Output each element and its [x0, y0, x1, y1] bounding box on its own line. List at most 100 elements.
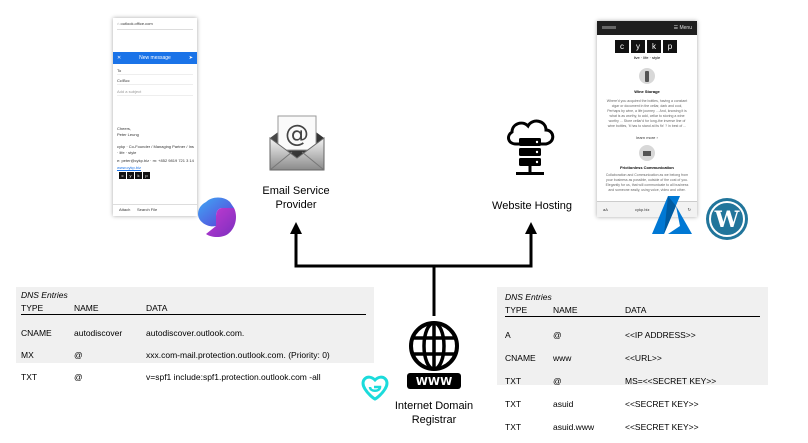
- dns-row: TXT @ MS=<<SECRET KEY>>: [505, 376, 763, 387]
- logo-letter: k: [647, 40, 661, 53]
- dns-header-row: TYPE NAME DATA: [505, 305, 763, 316]
- dns-type: CNAME: [21, 328, 52, 338]
- attach-button[interactable]: Attach: [119, 207, 131, 212]
- dns-row: TXT asuid.www <<SECRET KEY>>: [505, 422, 763, 433]
- logo-letter: c: [119, 172, 126, 179]
- site-tagline: live · life · style: [633, 55, 661, 60]
- menu-button[interactable]: ☰ Menu: [673, 25, 692, 31]
- dns-name: @: [553, 330, 562, 340]
- dns-type: TXT: [505, 399, 522, 409]
- dns-data: <<URL>>: [625, 353, 662, 363]
- search-file-button[interactable]: Search File: [137, 207, 158, 212]
- dns-type: TXT: [21, 372, 38, 382]
- azure-icon: [652, 196, 692, 234]
- www-text: WWW: [416, 375, 452, 388]
- compose-title: New message: [139, 55, 171, 61]
- dns-row: MX @ xxx.com-mail.protection.outlook.com…: [21, 350, 366, 361]
- svg-text:@: @: [285, 120, 309, 148]
- section1-body: Where'd you acquired the bottles, having…: [606, 99, 688, 128]
- dns-data: <<IP ADDRESS>>: [625, 330, 696, 340]
- text-size-button[interactable]: aA: [603, 207, 608, 212]
- dns-title: DNS Entries: [505, 292, 552, 302]
- col-type-header: TYPE: [505, 305, 528, 315]
- close-icon[interactable]: ✕: [117, 55, 122, 61]
- wine-icon: [639, 68, 655, 84]
- logo-letter: k: [135, 172, 142, 179]
- dns-name: @: [553, 376, 562, 386]
- signature-email: e: peter@cykp.biz · m: +852 9819 721 3 1…: [117, 158, 194, 163]
- communication-icon: [639, 145, 655, 161]
- cc-field[interactable]: Cc/Bcc: [117, 78, 193, 85]
- dns-row: CNAME autodiscover autodiscover.outlook.…: [21, 328, 366, 339]
- dns-row: TXT @ v=spf1 include:spf1.protection.out…: [21, 372, 366, 383]
- dns-name: @: [74, 350, 83, 360]
- dns-data: <<SECRET KEY>>: [625, 422, 699, 432]
- dns-entries-website: DNS Entries TYPE NAME DATA A @ <<IP ADDR…: [497, 287, 768, 432]
- section2-body: Collaboration and Communication as we be…: [605, 173, 689, 192]
- registrar-label: Internet Domain Registrar: [394, 400, 474, 426]
- site-topbar: ☰ Menu: [597, 21, 697, 35]
- dns-type: TXT: [505, 422, 522, 432]
- dns-data: <<SECRET KEY>>: [625, 399, 699, 409]
- dns-type: A: [505, 330, 511, 340]
- section1-title: Wine Storage: [634, 89, 660, 94]
- outlook-phone-screenshot: ⌂ outlook.office.com ✕ New message ➤ To …: [113, 18, 197, 216]
- dns-name: asuid: [553, 399, 574, 409]
- dns-header-row: TYPE NAME DATA: [21, 303, 366, 314]
- dns-title: DNS Entries: [21, 290, 68, 300]
- dns-type: MX: [21, 350, 34, 360]
- site-brand-bar: [602, 26, 616, 29]
- dns-name: www: [553, 353, 572, 363]
- col-data-header: DATA: [625, 305, 647, 315]
- dns-row: A @ <<IP ADDRESS>>: [505, 330, 763, 341]
- subject-field[interactable]: Add a subject: [117, 89, 193, 96]
- dns-data: xxx.com-mail.protection.outlook.com. (Pr…: [146, 350, 330, 360]
- signature-title: cykp · Co-Founder / Managing Partner / I…: [117, 144, 194, 155]
- compose-header: ✕ New message ➤: [113, 52, 197, 64]
- svg-text:W: W: [714, 207, 740, 233]
- dns-data: autodiscover.outlook.com.: [146, 328, 245, 338]
- site-logo: c y k p: [615, 40, 677, 53]
- header-divider: [505, 316, 760, 317]
- dns-name: asuid.www: [553, 422, 595, 432]
- col-name-header: NAME: [553, 305, 578, 315]
- dns-data: v=spf1 include:spf1.protection.outlook.c…: [146, 372, 321, 382]
- dns-type: TXT: [505, 376, 522, 386]
- reload-icon[interactable]: ↻: [687, 207, 691, 212]
- bottom-toolbar: Attach Search File: [113, 204, 197, 216]
- email-provider-label: Email Service Provider: [262, 185, 330, 211]
- godaddy-icon: [361, 375, 389, 401]
- dns-row: CNAME www <<URL>>: [505, 353, 763, 364]
- logo-letter: y: [631, 40, 645, 53]
- logo-letter: c: [615, 40, 629, 53]
- menu-label: Menu: [679, 25, 692, 31]
- dns-entries-email: DNS Entries TYPE NAME DATA CNAME autodis…: [16, 287, 374, 382]
- logo-letter: p: [663, 40, 677, 53]
- logo-letter: p: [143, 172, 150, 179]
- col-data-header: DATA: [146, 303, 168, 313]
- wordpress-icon: W: [706, 198, 748, 240]
- col-name-header: NAME: [74, 303, 99, 313]
- signature-logo: c y k p: [119, 172, 150, 179]
- globe-www-icon: WWW: [407, 321, 461, 389]
- dns-name: autodiscover: [74, 328, 123, 338]
- microsoft-365-icon: [198, 197, 236, 237]
- to-field[interactable]: To: [117, 68, 193, 75]
- section2-title: Frictionless Communication: [620, 165, 674, 170]
- send-icon[interactable]: ➤: [188, 55, 193, 61]
- browser-url-bar: ⌂ outlook.office.com: [117, 21, 193, 30]
- url-text: outlook.office.com: [120, 21, 153, 26]
- signature-greeting: Cheers,: [117, 126, 132, 131]
- dns-type: CNAME: [505, 353, 536, 363]
- col-type-header: TYPE: [21, 303, 44, 313]
- website-hosting-label: Website Hosting: [492, 200, 572, 212]
- logo-letter: y: [127, 172, 134, 179]
- signature-link[interactable]: www.cykp.biz: [117, 165, 142, 170]
- bottom-url[interactable]: cykp.biz: [635, 207, 650, 212]
- dns-name: @: [74, 372, 83, 382]
- section1-link[interactable]: learn more ›: [636, 135, 658, 140]
- email-envelope-icon: @: [269, 115, 325, 171]
- signature-name: Peter Leung: [117, 132, 139, 137]
- cloud-server-icon: [507, 119, 555, 175]
